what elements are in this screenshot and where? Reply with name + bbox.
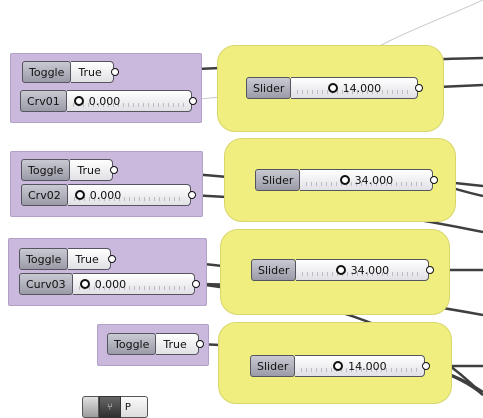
output-port-icon[interactable]	[188, 97, 197, 105]
toggle-label[interactable]: Toggle	[19, 248, 69, 270]
slider-track[interactable]	[302, 272, 423, 276]
toggle-value[interactable]: True	[156, 333, 200, 355]
slider-knob-icon[interactable]	[79, 279, 90, 289]
slider-value: 34.000	[354, 173, 394, 187]
slider-value-field[interactable]: 34.000	[296, 259, 430, 281]
slider-1[interactable]: Slider 14.000	[246, 77, 424, 99]
slider-knob-icon[interactable]	[74, 190, 85, 200]
curve-slider-3[interactable]: Curv03 0.000	[19, 273, 200, 295]
toggle-value[interactable]: True	[71, 61, 115, 83]
slider-knob-icon[interactable]	[327, 83, 338, 93]
output-port-icon[interactable]	[111, 68, 120, 76]
slider-label[interactable]: Slider	[250, 355, 296, 377]
slider-track[interactable]	[72, 103, 185, 107]
slider-value-field[interactable]: 34.000	[300, 169, 434, 191]
curve-label[interactable]: Crv02	[21, 184, 68, 206]
output-port-icon[interactable]	[430, 176, 439, 184]
slider-label[interactable]: Slider	[251, 259, 297, 281]
slider-label[interactable]: Slider	[246, 77, 292, 99]
curve-label[interactable]: Curv03	[19, 273, 73, 295]
curve-value-field[interactable]: 0.000	[72, 273, 195, 295]
curve-label[interactable]: Crv01	[20, 90, 67, 112]
output-port-icon[interactable]	[191, 280, 200, 288]
output-port-icon[interactable]	[415, 84, 424, 92]
toggle-label[interactable]: Toggle	[107, 333, 157, 355]
curve-value: 0.000	[94, 277, 127, 291]
slider-value-field[interactable]: 14.000	[295, 355, 426, 377]
slider-track[interactable]	[297, 90, 412, 94]
output-port-icon[interactable]	[426, 266, 435, 274]
toggle-1[interactable]: Toggle True	[22, 61, 120, 83]
toggle-4[interactable]: Toggle True	[107, 333, 205, 355]
slider-value: 14.000	[342, 81, 382, 95]
slider-value-field[interactable]: 14.000	[291, 77, 419, 99]
param-label: P	[120, 396, 148, 418]
branch-icon: ⑂	[98, 396, 121, 418]
slider-value: 34.000	[350, 263, 390, 277]
slider-track[interactable]	[73, 197, 184, 201]
slider-knob-icon[interactable]	[339, 175, 350, 185]
slider-track[interactable]	[78, 286, 188, 290]
slider-label[interactable]: Slider	[255, 169, 301, 191]
output-port-icon[interactable]	[187, 191, 196, 199]
curve-value-field[interactable]: 0.000	[66, 90, 192, 112]
curve-value: 0.000	[89, 188, 122, 202]
slider-knob-icon[interactable]	[335, 265, 346, 275]
toggle-2[interactable]: Toggle True	[21, 159, 119, 181]
curve-slider-2[interactable]: Crv02 0.000	[21, 184, 196, 206]
slider-value: 14.000	[348, 359, 387, 373]
param-component[interactable]: ⑂ P	[82, 396, 148, 418]
slider-knob-icon[interactable]	[73, 96, 84, 106]
slider-3[interactable]: Slider 34.000	[251, 259, 435, 281]
toggle-label[interactable]: Toggle	[21, 159, 71, 181]
output-port-icon[interactable]	[108, 255, 117, 263]
toggle-label[interactable]: Toggle	[22, 61, 72, 83]
toggle-3[interactable]: Toggle True	[19, 248, 117, 270]
slider-2[interactable]: Slider 34.000	[255, 169, 439, 191]
param-input-grip[interactable]	[82, 396, 99, 418]
slider-track[interactable]	[306, 182, 427, 186]
toggle-value[interactable]: True	[68, 248, 112, 270]
toggle-value[interactable]: True	[70, 159, 114, 181]
slider-track[interactable]	[301, 368, 419, 372]
output-port-icon[interactable]	[422, 362, 431, 370]
output-port-icon[interactable]	[110, 166, 119, 174]
slider-4[interactable]: Slider 14.000	[250, 355, 431, 377]
output-port-icon[interactable]	[196, 340, 205, 348]
curve-value-field[interactable]: 0.000	[67, 184, 191, 206]
curve-value: 0.000	[88, 94, 121, 108]
curve-slider-1[interactable]: Crv01 0.000	[20, 90, 197, 112]
